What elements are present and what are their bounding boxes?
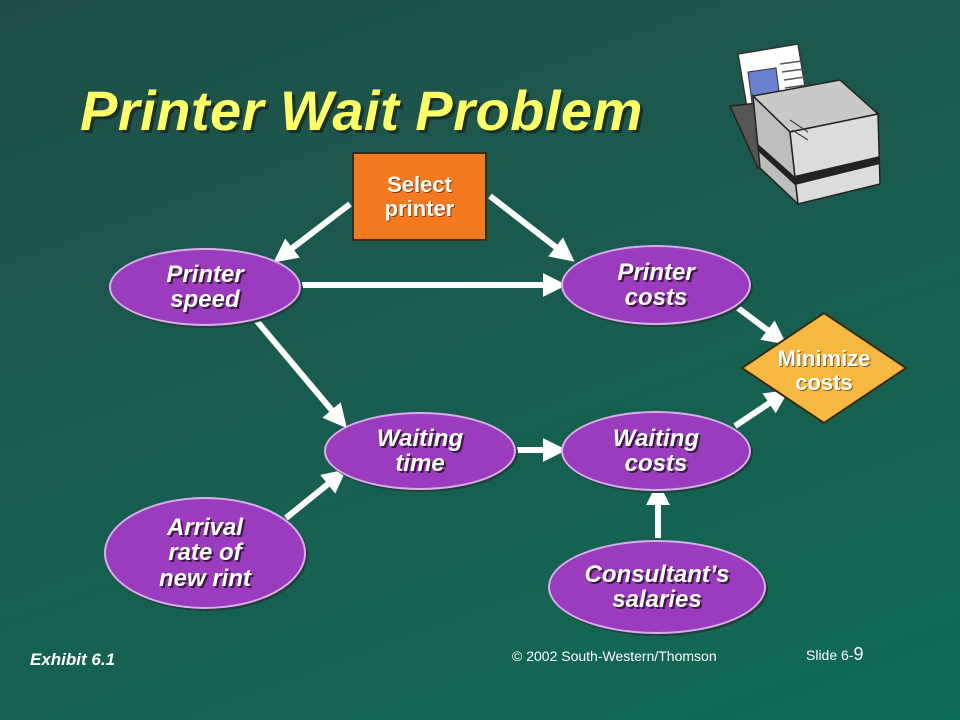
slide-number-prefix: Slide 6- bbox=[806, 647, 854, 663]
printer-speed-node: Printer speed bbox=[109, 248, 301, 326]
waiting-time-label: Waiting time bbox=[376, 424, 464, 477]
arrow-select-to-speed bbox=[273, 201, 352, 263]
slide-number: Slide 6-9 bbox=[806, 644, 863, 665]
slide-number-value: 9 bbox=[853, 644, 864, 664]
arrival-rate-node: Arrival rate of new rint bbox=[104, 497, 306, 609]
slide-title: Printer Wait Problem bbox=[80, 79, 643, 142]
arrow-speed-to-waiting-time bbox=[253, 318, 347, 429]
arrow-printer-costs-to-minimize bbox=[736, 305, 787, 345]
select-printer-node: Select printer bbox=[352, 152, 487, 241]
copyright-text: © 2002 South-Western/Thomson bbox=[512, 648, 717, 664]
arrow-arrival-to-waiting-time bbox=[284, 469, 347, 521]
arrow-select-to-costs bbox=[488, 193, 575, 262]
exhibit-label: Exhibit 6.1 bbox=[30, 650, 116, 669]
minimize-costs-node bbox=[740, 311, 908, 425]
minimize-costs-label: Minimize costs bbox=[777, 346, 871, 396]
consultants-salaries-node: Consultant’s salaries bbox=[548, 540, 766, 634]
arrival-rate-label: Arrival rate of new rint bbox=[158, 514, 251, 592]
printer-icon bbox=[728, 44, 881, 206]
consultants-salaries-label: Consultant’s salaries bbox=[584, 560, 730, 613]
waiting-costs-node: Waiting costs bbox=[561, 411, 751, 491]
printer-speed-label: Printer speed bbox=[166, 260, 244, 313]
printer-costs-node: Printer costs bbox=[561, 245, 751, 325]
select-printer-label: Select printer bbox=[384, 172, 455, 221]
waiting-costs-label: Waiting costs bbox=[612, 424, 700, 477]
printer-costs-label: Printer costs bbox=[617, 258, 695, 311]
arrow-waiting-costs-to-minimize bbox=[733, 390, 789, 429]
waiting-time-node: Waiting time bbox=[324, 412, 516, 490]
